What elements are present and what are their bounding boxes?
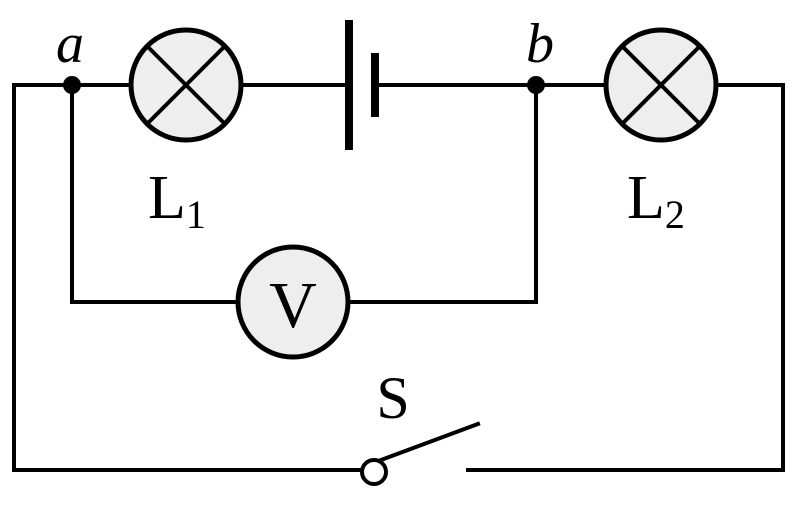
voltmeter-left-branch: [70, 83, 239, 304]
switch-label: S: [376, 365, 409, 431]
node-a-dot: [63, 76, 81, 94]
lamp-l1-letter: L: [148, 164, 186, 232]
lamp-l2-label: L2: [627, 164, 685, 237]
node-b-dot: [527, 76, 545, 94]
node-b-label: b: [526, 13, 554, 75]
switch-pivot-icon: [360, 458, 388, 486]
lamp-l1: [128, 27, 244, 143]
switch-blade: [378, 421, 481, 463]
right-wire: [466, 83, 785, 472]
lamp-l2-subscript: 2: [665, 192, 685, 237]
voltmeter-right-branch: [347, 83, 538, 304]
node-a-label: a: [56, 13, 84, 75]
lamp-l1-subscript: 1: [186, 192, 206, 237]
lamp-l2: [603, 27, 719, 143]
lamp-l2-letter: L: [627, 164, 665, 232]
lamp-l1-label: L1: [148, 164, 206, 237]
voltmeter-icon: [235, 244, 351, 360]
voltmeter-label: V: [269, 269, 317, 342]
